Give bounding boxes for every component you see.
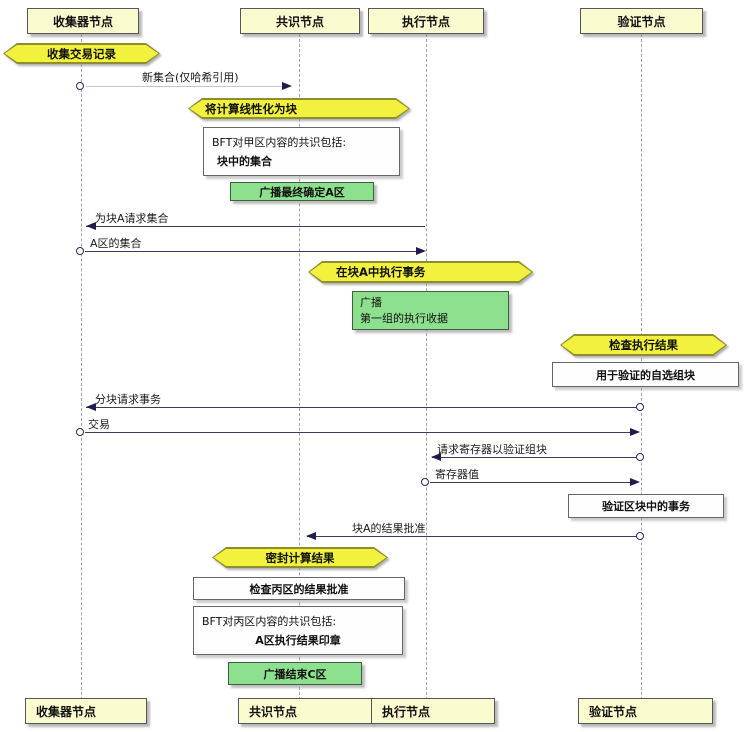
participant-bottom-execution: 执行节点 bbox=[371, 698, 495, 724]
broadcast-execution-receipt: 广播 第一组的执行收据 bbox=[352, 291, 509, 330]
hexnote-check-exec-results: 检查执行结果 bbox=[560, 334, 727, 356]
hexagon-fill bbox=[214, 549, 387, 567]
note-check-block-c-approval: 检查丙区的结果批准 bbox=[193, 577, 405, 600]
participant-bottom-consensus: 共识节点 bbox=[238, 698, 372, 724]
participant-bottom-collector: 收集器节点 bbox=[25, 698, 147, 724]
message-start-circle bbox=[421, 478, 429, 486]
note-verify-block-tx: 验证区块中的事务 bbox=[568, 494, 724, 518]
message-line bbox=[432, 457, 639, 458]
message-start-circle bbox=[636, 532, 644, 540]
message-label-result-approval: 块A的结果批准 bbox=[352, 522, 426, 535]
hexnote-label: 将计算线性化为块 bbox=[205, 101, 297, 116]
message-start-circle bbox=[76, 428, 84, 436]
message-start-circle bbox=[636, 403, 644, 411]
participant-top-execution: 执行节点 bbox=[368, 8, 484, 34]
note-line: BFT对丙区内容的共识包括: bbox=[202, 615, 337, 628]
hexnote-collect-transactions: 收集交易记录 bbox=[3, 43, 160, 64]
message-label-request-registers: 请求寄存器以验证组块 bbox=[437, 443, 547, 456]
message-start-circle bbox=[76, 82, 84, 90]
hexnote-label: 收集交易记录 bbox=[47, 46, 116, 61]
message-line bbox=[430, 482, 630, 483]
participant-top-validator: 验证节点 bbox=[580, 8, 703, 34]
message-label-request-chunk-tx: 分块请求事务 bbox=[95, 393, 161, 406]
arrowhead-left-icon bbox=[306, 532, 316, 540]
hexnote-linearize-block: 将计算线性化为块 bbox=[188, 98, 410, 119]
message-line bbox=[307, 536, 639, 537]
message-label-register-values: 寄存器值 bbox=[435, 468, 479, 481]
note-bft-block-c: BFT对丙区内容的共识包括: A区执行结果印章 bbox=[193, 606, 403, 655]
hexnote-seal-results: 密封计算结果 bbox=[212, 547, 388, 568]
arrowhead-right-icon bbox=[416, 247, 426, 255]
lifeline-execution bbox=[426, 34, 427, 700]
arrowhead-right-icon bbox=[630, 478, 640, 486]
hexnote-label: 密封计算结果 bbox=[265, 550, 335, 565]
hexagon-fill bbox=[310, 263, 532, 282]
message-label-transactions: 交易 bbox=[88, 418, 110, 431]
participant-top-consensus: 共识节点 bbox=[240, 8, 360, 34]
note-line: 块中的集合 bbox=[217, 155, 272, 168]
lifeline-collector bbox=[81, 34, 82, 700]
broadcast-end-block-c: 广播结束C区 bbox=[228, 662, 362, 685]
broadcast-finalize-block-a: 广播最终确定A区 bbox=[230, 182, 374, 201]
participant-top-collector: 收集器节点 bbox=[27, 8, 139, 34]
note-self-selected-chunks: 用于验证的自选组块 bbox=[552, 362, 739, 387]
broadcast-line: 广播 bbox=[360, 295, 382, 309]
arrowhead-left-icon bbox=[86, 222, 96, 230]
message-line bbox=[86, 86, 282, 87]
arrowhead-left-icon bbox=[86, 403, 96, 411]
hexagon-fill bbox=[562, 336, 726, 355]
hexagon-fill bbox=[190, 100, 409, 118]
message-label-request-collections: 为块A请求集合 bbox=[95, 212, 169, 225]
message-start-circle bbox=[76, 247, 84, 255]
message-line bbox=[86, 226, 425, 227]
hexagon-fill bbox=[5, 45, 159, 63]
message-label-collections-a: A区的集合 bbox=[90, 237, 142, 250]
note-line: BFT对甲区内容的共识包括: bbox=[212, 136, 347, 149]
message-line bbox=[85, 251, 416, 252]
arrowhead-right-icon bbox=[630, 428, 640, 436]
hexnote-label: 在块A中执行事务 bbox=[336, 265, 426, 279]
broadcast-line: 第一组的执行收据 bbox=[360, 311, 448, 325]
message-label-new-collection: 新集合(仅哈希引用) bbox=[142, 71, 239, 84]
message-line bbox=[86, 407, 639, 408]
message-line bbox=[85, 432, 630, 433]
arrowhead-left-icon bbox=[431, 453, 441, 461]
note-bft-block-a: BFT对甲区内容的共识包括: 块中的集合 bbox=[203, 127, 400, 176]
participant-bottom-validator: 验证节点 bbox=[578, 698, 713, 724]
message-start-circle bbox=[636, 453, 644, 461]
lifeline-consensus bbox=[299, 34, 300, 700]
hexnote-execute-block-a: 在块A中执行事务 bbox=[308, 261, 533, 283]
note-line: A区执行结果印章 bbox=[255, 634, 341, 647]
hexnote-label: 检查执行结果 bbox=[609, 338, 678, 352]
arrowhead-right-icon bbox=[282, 82, 292, 90]
